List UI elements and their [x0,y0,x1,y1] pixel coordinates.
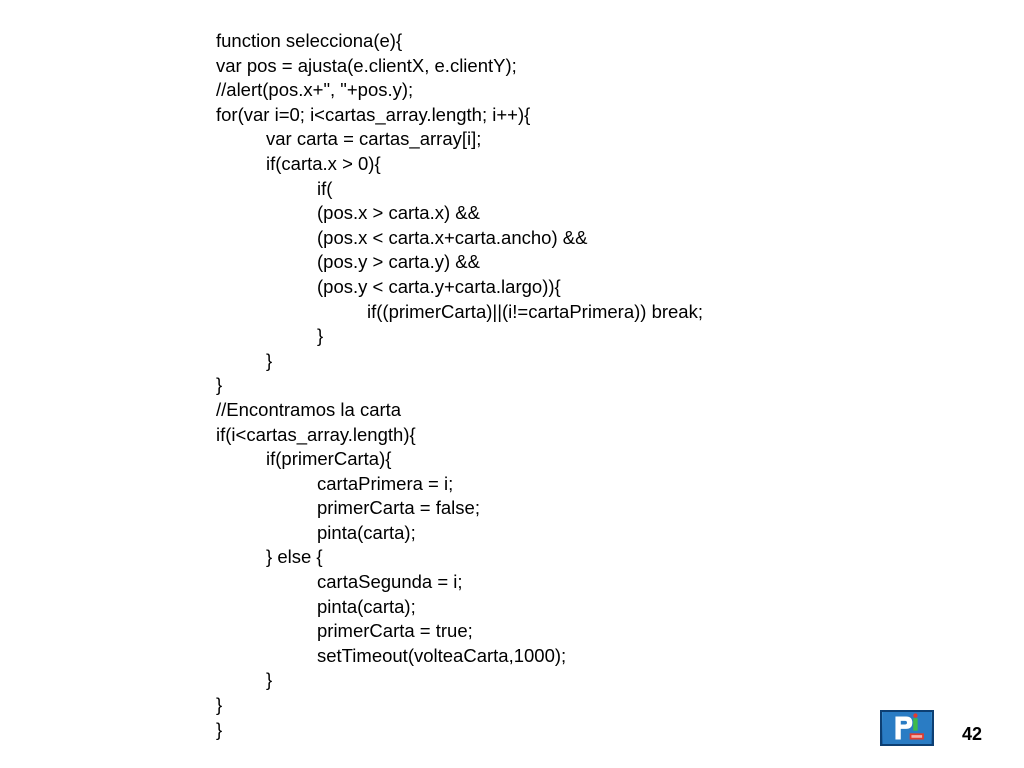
logo-graphic [883,712,931,744]
code-line: } [216,718,223,740]
code-line: function selecciona(e){ [216,30,403,51]
code-line: //alert(pos.x+", "+pos.y); [216,79,414,101]
pdi-logo-icon [880,710,934,746]
code-line: (pos.y < carta.y+carta.largo)){ [317,275,561,297]
code-line: pinta(carta); [317,521,416,543]
code-line: primerCarta = false; [317,497,480,519]
code-line: cartaPrimera = i; [317,472,454,494]
code-line: } [266,669,273,691]
code-line: var pos = ajusta(e.clientX, e.clientY); [216,54,517,76]
code-block: function selecciona(e){ var pos = ajusta(… [216,29,703,742]
code-line: if((primerCarta)||(i!=cartaPrimera)) bre… [367,300,703,322]
code-line: (pos.y > carta.y) && [317,251,480,273]
code-line: if( [317,177,333,199]
code-line: setTimeout(volteaCarta,1000); [317,644,567,666]
code-line: if(i<cartas_array.length){ [216,423,416,445]
code-line: //Encontramos la carta [216,398,402,420]
code-line: primerCarta = true; [317,620,473,642]
code-line: if(primerCarta){ [266,448,392,470]
code-line: var carta = cartas_array[i]; [266,128,482,150]
code-line: } [317,325,324,347]
code-line: (pos.x > carta.x) && [317,202,480,224]
code-line: } [266,349,273,371]
code-line: for(var i=0; i<cartas_array.length; i++)… [216,103,531,125]
code-line: } [216,374,223,396]
code-line: (pos.x < carta.x+carta.ancho) && [317,226,588,248]
code-line: } else { [266,546,323,568]
code-line: if(carta.x > 0){ [266,152,381,174]
code-line: cartaSegunda = i; [317,571,463,593]
slide-number: 42 [962,724,983,744]
code-line: pinta(carta); [317,595,416,617]
code-line: } [216,694,223,716]
